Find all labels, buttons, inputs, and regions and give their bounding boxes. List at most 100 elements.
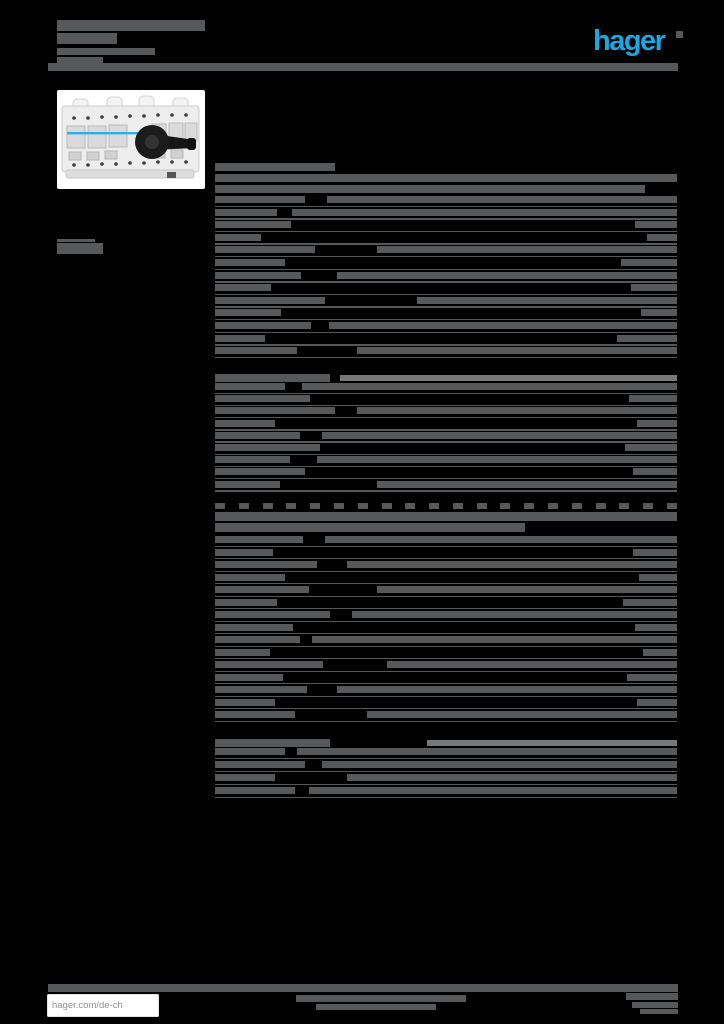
footer-center-redacted: [296, 995, 466, 1002]
registered-mark: [676, 31, 683, 38]
row-value-bar: [377, 586, 677, 593]
row-label-bar: [215, 284, 271, 292]
row-value-bar: [302, 383, 677, 390]
row-label-bar: [215, 221, 291, 229]
paragraph-line: [215, 523, 525, 532]
dotted-line-segment: [548, 503, 559, 509]
footer-rule: [48, 984, 678, 992]
row-rule: [215, 608, 677, 610]
row-value-bar: [322, 431, 677, 439]
row-value-bar: [641, 309, 677, 317]
footer-right-redacted: [640, 1009, 678, 1014]
title-line: [57, 20, 205, 31]
row-label-bar: [215, 395, 310, 403]
row-rule: [215, 417, 677, 419]
row-value-bar: [377, 246, 677, 254]
row-rule: [215, 205, 677, 207]
row-rule: [215, 465, 677, 468]
section-header-bar: [215, 163, 335, 171]
row-label-bar: [215, 761, 305, 768]
row-rule: [215, 441, 677, 443]
dotted-line-segment: [595, 503, 606, 509]
dotted-line-segment: [381, 503, 392, 509]
row-label-bar: [215, 383, 285, 390]
dotted-line-segment: [238, 503, 249, 509]
row-label-bar: [215, 271, 301, 279]
row-rule: [215, 620, 677, 622]
row-rule: [215, 720, 677, 722]
dotted-line-segment: [333, 503, 344, 509]
row-value-bar: [617, 334, 677, 342]
row-rule: [215, 708, 677, 710]
row-label-bar: [215, 561, 317, 568]
title-line: [57, 33, 117, 44]
row-value-bar: [635, 623, 677, 631]
row-rule: [215, 243, 677, 245]
row-label-bar: [215, 259, 285, 266]
row-rule: [215, 570, 677, 572]
row-rule: [215, 404, 677, 407]
header-rule: [48, 63, 678, 71]
row-value-bar: [377, 480, 677, 488]
row-rule: [215, 293, 677, 296]
row-label-bar: [215, 586, 309, 593]
row-rule: [215, 783, 677, 785]
dotted-line-segment: [405, 503, 416, 509]
footer-link-tooltip: hager.com/de-ch: [47, 994, 159, 1017]
row-rule: [215, 281, 677, 283]
row-label-bar: [215, 548, 273, 556]
row-label-bar: [215, 233, 261, 241]
row-label-bar: [215, 787, 295, 794]
row-label-bar: [215, 296, 325, 304]
row-label-bar: [215, 196, 305, 203]
row-label-bar: [215, 648, 270, 656]
section-header-bar: [215, 739, 330, 747]
row-rule: [215, 796, 677, 798]
hager-logo: hager: [593, 24, 685, 60]
row-rule: [215, 583, 677, 585]
row-value-bar: [329, 322, 677, 329]
row-rule: [215, 595, 677, 597]
title-line: [57, 57, 103, 64]
dotted-line-segment: [524, 503, 535, 509]
section-header-bar: [215, 374, 330, 382]
dotted-line-segment: [262, 503, 273, 509]
row-label-bar: [215, 686, 307, 693]
row-value-bar: [627, 673, 677, 681]
row-label-bar: [215, 407, 335, 415]
row-value-bar: [312, 636, 677, 643]
dotted-line-segment: [357, 503, 368, 509]
row-label-bar: [215, 748, 285, 755]
paragraph-line: [215, 185, 645, 193]
row-value-bar: [325, 536, 677, 543]
row-label-bar: [215, 774, 275, 781]
row-label-bar: [215, 347, 297, 355]
row-value-bar: [317, 456, 677, 464]
section-header-extension: [340, 375, 677, 381]
row-value-bar: [347, 774, 677, 781]
row-label-bar: [215, 334, 265, 342]
row-value-bar: [322, 761, 677, 768]
dotted-line-segment: [286, 503, 297, 509]
dotted-line-segment: [667, 503, 677, 509]
row-label-bar: [215, 611, 330, 618]
row-rule: [215, 344, 677, 346]
row-rule: [215, 356, 677, 359]
row-value-bar: [352, 611, 677, 618]
row-label-bar: [215, 661, 323, 668]
row-label-bar: [215, 246, 315, 254]
row-label-bar: [215, 480, 280, 488]
row-value-bar: [635, 221, 677, 229]
row-label-bar: [215, 431, 300, 439]
row-label-bar: [215, 573, 285, 581]
dotted-line-segment: [619, 503, 630, 509]
row-rule: [215, 478, 677, 480]
row-rule: [215, 558, 677, 560]
row-label-bar: [215, 536, 303, 543]
footer-right-redacted: [632, 1002, 678, 1008]
row-rule: [215, 268, 677, 270]
row-label-bar: [215, 468, 305, 476]
row-value-bar: [637, 698, 677, 706]
dotted-line-segment: [500, 503, 511, 509]
